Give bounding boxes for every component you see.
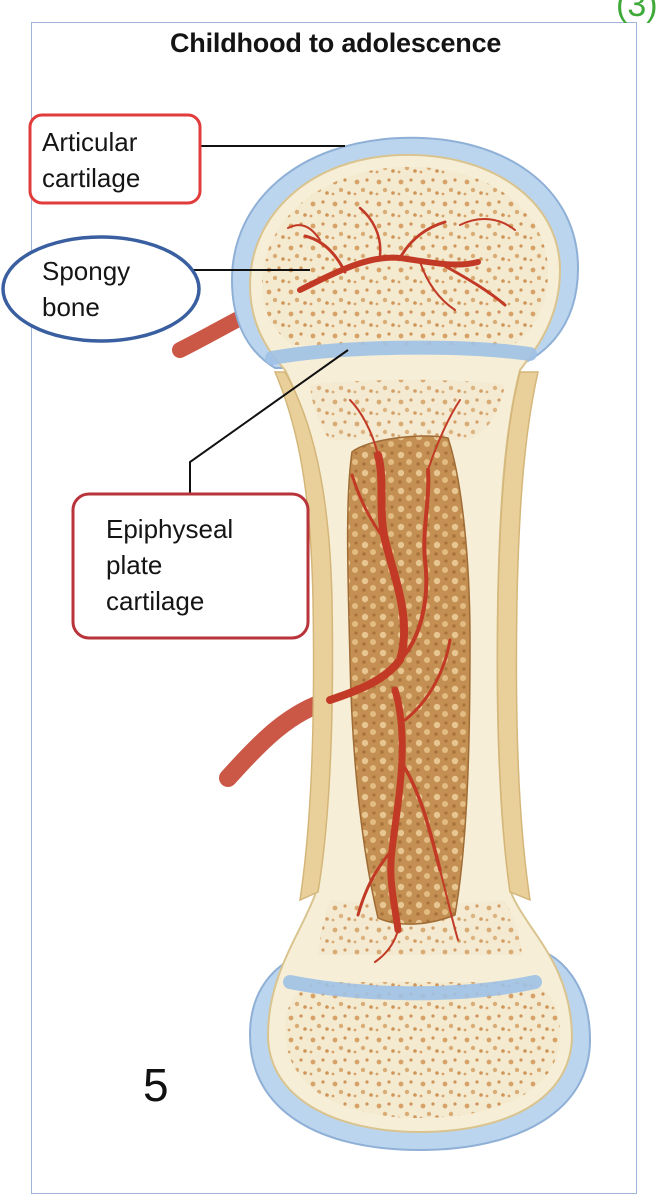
label-epiphyseal-plate-cartilage: Epiphyseal plate cartilage [106, 511, 233, 619]
spongy-bone-metaphysis-top [310, 379, 505, 440]
epiphyseal-vessels [287, 206, 516, 311]
spongy-bone-bottom [285, 982, 560, 1118]
spongy-label-ellipse [1, 235, 201, 343]
articular-label-box [28, 113, 202, 205]
label-line: cartilage [106, 586, 205, 616]
label-line: Spongy [42, 256, 131, 286]
label-line: Epiphyseal [106, 514, 234, 544]
label-spongy-bone: Spongy bone [42, 253, 130, 325]
leader-lines [184, 145, 349, 498]
label-line: Articular [42, 127, 138, 157]
epiphyseal-plate-top [265, 340, 537, 365]
panel-frame [31, 22, 637, 1194]
epiphyseal-plate-bottom [283, 975, 542, 1001]
leader-line-epiphyseal [189, 349, 349, 498]
nutrient-artery [326, 399, 461, 963]
label-line: plate [106, 550, 163, 580]
panel-title: Childhood to adolescence [170, 28, 502, 58]
compact-bone-right [496, 371, 539, 902]
label-articular-cartilage: Articular cartilage [42, 124, 140, 196]
epiphyseal-label-box [71, 492, 310, 640]
spongy-bone-metaphysis-bottom [318, 900, 522, 955]
medullary-cavity [346, 435, 471, 925]
corner-mark: (3) [616, 0, 658, 24]
step-number: 5 [143, 1059, 169, 1111]
label-line: cartilage [42, 163, 141, 193]
label-line: bone [42, 292, 100, 322]
